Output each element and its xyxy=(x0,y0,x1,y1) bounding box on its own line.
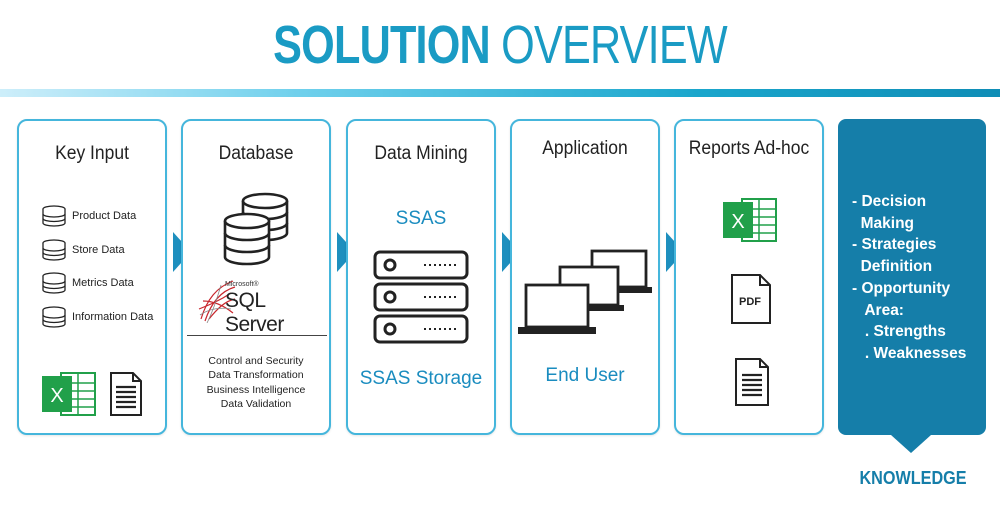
ssas-storage-label: SSAS Storage xyxy=(359,368,483,389)
knowledge-list: - Decision Making - Strategies Definitio… xyxy=(852,191,982,365)
knowledge-item: Definition xyxy=(852,258,933,276)
list-item-store-data: Store Data xyxy=(41,239,125,261)
description-line: Control and Security xyxy=(208,355,304,367)
pdf-icon-label: PDF xyxy=(739,296,761,308)
excel-icon-letter: X xyxy=(50,385,63,407)
knowledge-item: - Decision xyxy=(852,193,927,210)
knowledge-item: - Strategies xyxy=(852,236,937,254)
title-light-part: OVERVIEW xyxy=(501,15,727,75)
ssas-label: SSAS xyxy=(395,208,447,229)
page-title: SOLUTION OVERVIEW xyxy=(100,10,900,80)
knowledge-item: Area: xyxy=(852,301,904,319)
list-item-product-data: Product Data xyxy=(41,205,136,227)
excel-icon: X xyxy=(723,198,777,242)
list-item-information-data: Information Data xyxy=(41,306,153,328)
list-item-label: Metrics Data xyxy=(72,277,134,289)
knowledge-item: - Opportunity xyxy=(852,279,951,297)
server-rack-icon xyxy=(373,250,469,344)
logo-microsoft-label: Microsoft® xyxy=(225,281,259,288)
knowledge-item: Making xyxy=(852,214,915,232)
database-icon xyxy=(42,306,66,328)
database-icon xyxy=(42,272,66,294)
knowledge-item: . Weaknesses xyxy=(852,344,967,362)
sql-server-swirl-icon xyxy=(198,280,236,323)
card-title-application: Application xyxy=(542,138,628,159)
database-icon xyxy=(42,205,66,227)
description-line: Data Validation xyxy=(220,398,292,411)
card-data-mining: Data Mining SSAS SSAS Storage xyxy=(346,119,496,435)
description-line: Business Intelligence xyxy=(206,383,306,396)
card-title-data-mining: Data Mining xyxy=(374,143,468,164)
description-line: Data Transformation xyxy=(208,369,304,382)
knowledge-label: KNOWLEDGE xyxy=(859,468,967,488)
document-icon xyxy=(110,372,142,416)
document-icon xyxy=(735,358,769,406)
sql-server-logo: Microsoft® SQL Server xyxy=(195,279,325,336)
card-knowledge: - Decision Making - Strategies Definitio… xyxy=(838,119,986,435)
header-band xyxy=(0,89,1000,97)
logo-sql-server-label: SQL Server xyxy=(225,289,284,336)
card-key-input: Key Input Product Data Store Data xyxy=(17,119,167,435)
card-reports-ad-hoc: Reports Ad-hoc X PDF xyxy=(674,119,824,435)
knowledge-down-arrow xyxy=(891,435,931,453)
knowledge-item: . Strengths xyxy=(852,323,946,341)
list-item-metrics-data: Metrics Data xyxy=(41,272,134,294)
database-stack-icon xyxy=(223,192,289,266)
database-description: Control and Security Data Transformation… xyxy=(183,354,329,412)
card-application: Application End User xyxy=(510,119,660,435)
list-item-label: Information Data xyxy=(72,311,154,323)
title-bold-part: SOLUTION xyxy=(273,15,491,75)
card-title-key-input: Key Input xyxy=(55,143,129,164)
list-item-label: Store Data xyxy=(72,244,125,256)
card-title-reports: Reports Ad-hoc xyxy=(688,138,810,159)
excel-icon-letter: X xyxy=(731,211,744,233)
database-icon xyxy=(42,239,66,261)
excel-icon: X xyxy=(42,372,96,416)
pdf-icon: PDF xyxy=(731,274,771,324)
card-title-database: Database xyxy=(218,143,294,164)
divider xyxy=(187,335,327,336)
laptops-icon xyxy=(518,249,652,334)
card-database: Database xyxy=(181,119,331,435)
list-item-label: Product Data xyxy=(72,210,137,222)
end-user-label: End User xyxy=(545,365,625,386)
